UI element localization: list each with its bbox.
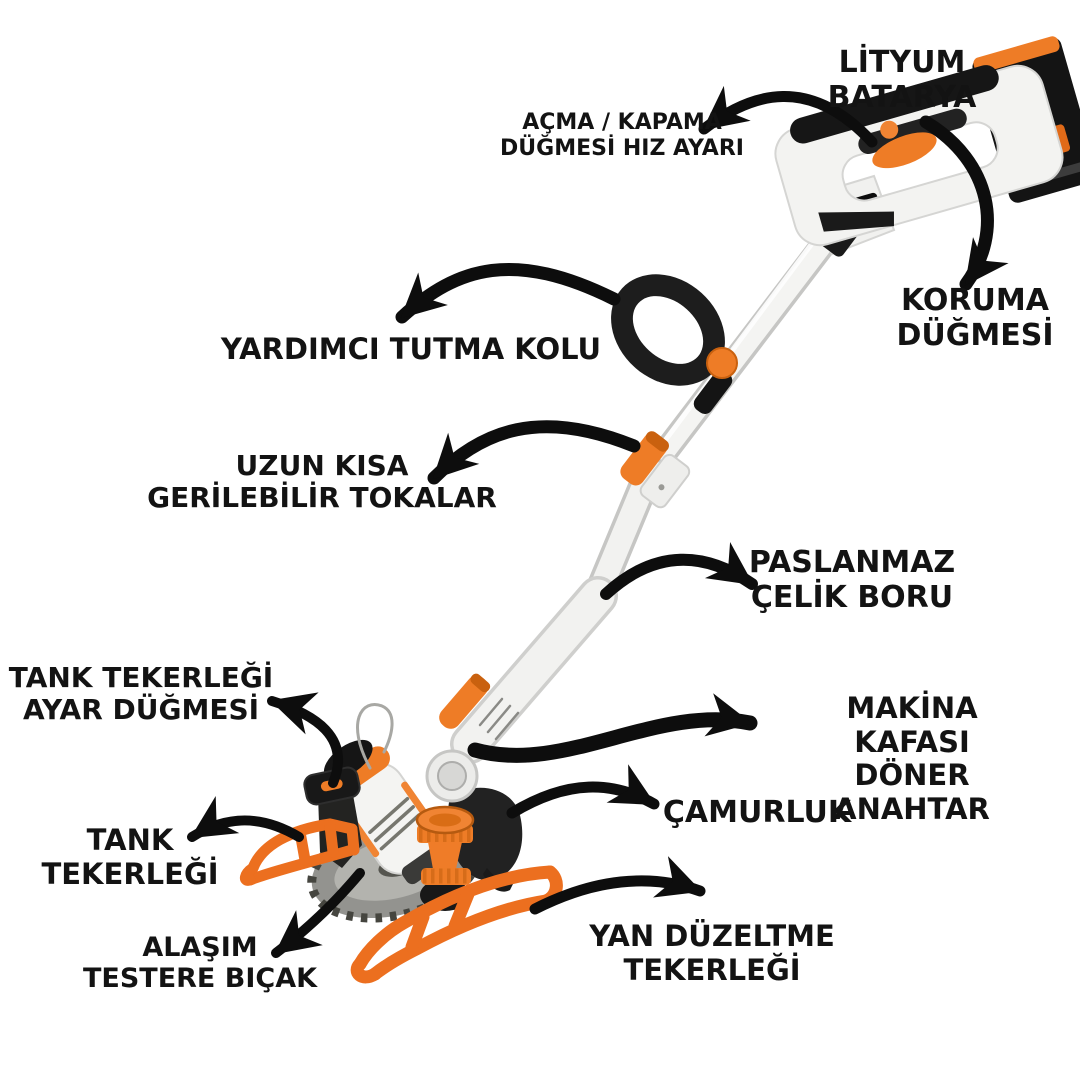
telescopic-clamp [620, 431, 691, 509]
top-grip [790, 65, 999, 144]
handle-frame [774, 64, 1064, 247]
speed-button [880, 120, 899, 139]
battery-stripe [973, 36, 1060, 74]
arrow-alasim-testere-bicak [271, 868, 365, 958]
arrow-acma-kapama [698, 85, 878, 148]
label-camurluk: ÇAMURLUK [662, 795, 852, 830]
label-tank-tekerlegi-ayar: TANK TEKERLEĞİ AYAR DÜĞMESİ [8, 661, 274, 727]
housing-vents [478, 697, 520, 741]
arrow-makina-kafasi [467, 693, 758, 763]
label-makina-kafasi: MAKİNA KAFASI DÖNER ANAHTAR [834, 691, 990, 826]
aux-handle-knob [706, 347, 738, 379]
wire-bail [356, 703, 394, 770]
label-tank-tekerlegi: TANK TEKERLEĞİ [41, 823, 219, 891]
arrow-koruma-dugmesi [919, 115, 1009, 291]
label-lityum-batarya: LİTYUM BATARYA [827, 45, 977, 115]
label-uzun-kisa-tokalar: UZUN KISA GERİLEBİLİR TOKALAR [147, 449, 497, 515]
arrow-uzun-kisa-tokalar [427, 420, 641, 485]
label-koruma-dugmesi: KORUMA DÜĞMESİ [896, 283, 1054, 353]
aux-handle-clamp-band [693, 370, 733, 414]
arrow-camurluk [506, 764, 660, 819]
auxiliary-handle [611, 274, 738, 414]
arrow-yardimci-tutma-kolu [395, 263, 621, 324]
label-alasim-testere-bicak: ALAŞIM TESTERE BIÇAK [82, 932, 318, 995]
label-yan-duzeltme-tekerlegi: YAN DÜZELTME TEKERLEĞİ [589, 919, 835, 987]
tank-wheel [415, 805, 475, 911]
label-acma-kapama: AÇMA / KAPAMA DÜĞMESİ HIZ AYARI [500, 110, 744, 161]
label-yardimci-tutma-kolu: YARDIMCI TUTMA KOLU [220, 332, 602, 366]
arrow-paslanmaz-celik-boru [600, 541, 758, 600]
rotary-pivot-joint [425, 749, 479, 803]
tank-wheel-skid [240, 818, 360, 886]
aux-handle-loop [611, 274, 725, 386]
arrow-tank-tekerlegi-ayar [267, 692, 343, 788]
head-housing [439, 576, 618, 764]
motor-vents [368, 796, 421, 851]
housing-grip-pad [439, 673, 491, 729]
main-handle [774, 36, 1080, 247]
trigger [872, 132, 937, 169]
label-paslanmaz-celik-boru: PASLANMAZ ÇELİK BORU [748, 545, 956, 615]
annotation-arrows [187, 85, 1009, 958]
stainless-steel-tube [581, 215, 849, 615]
arrow-tank-tekerlegi [187, 795, 304, 842]
arrow-yan-duzeltme-tekerlegi [529, 856, 706, 915]
